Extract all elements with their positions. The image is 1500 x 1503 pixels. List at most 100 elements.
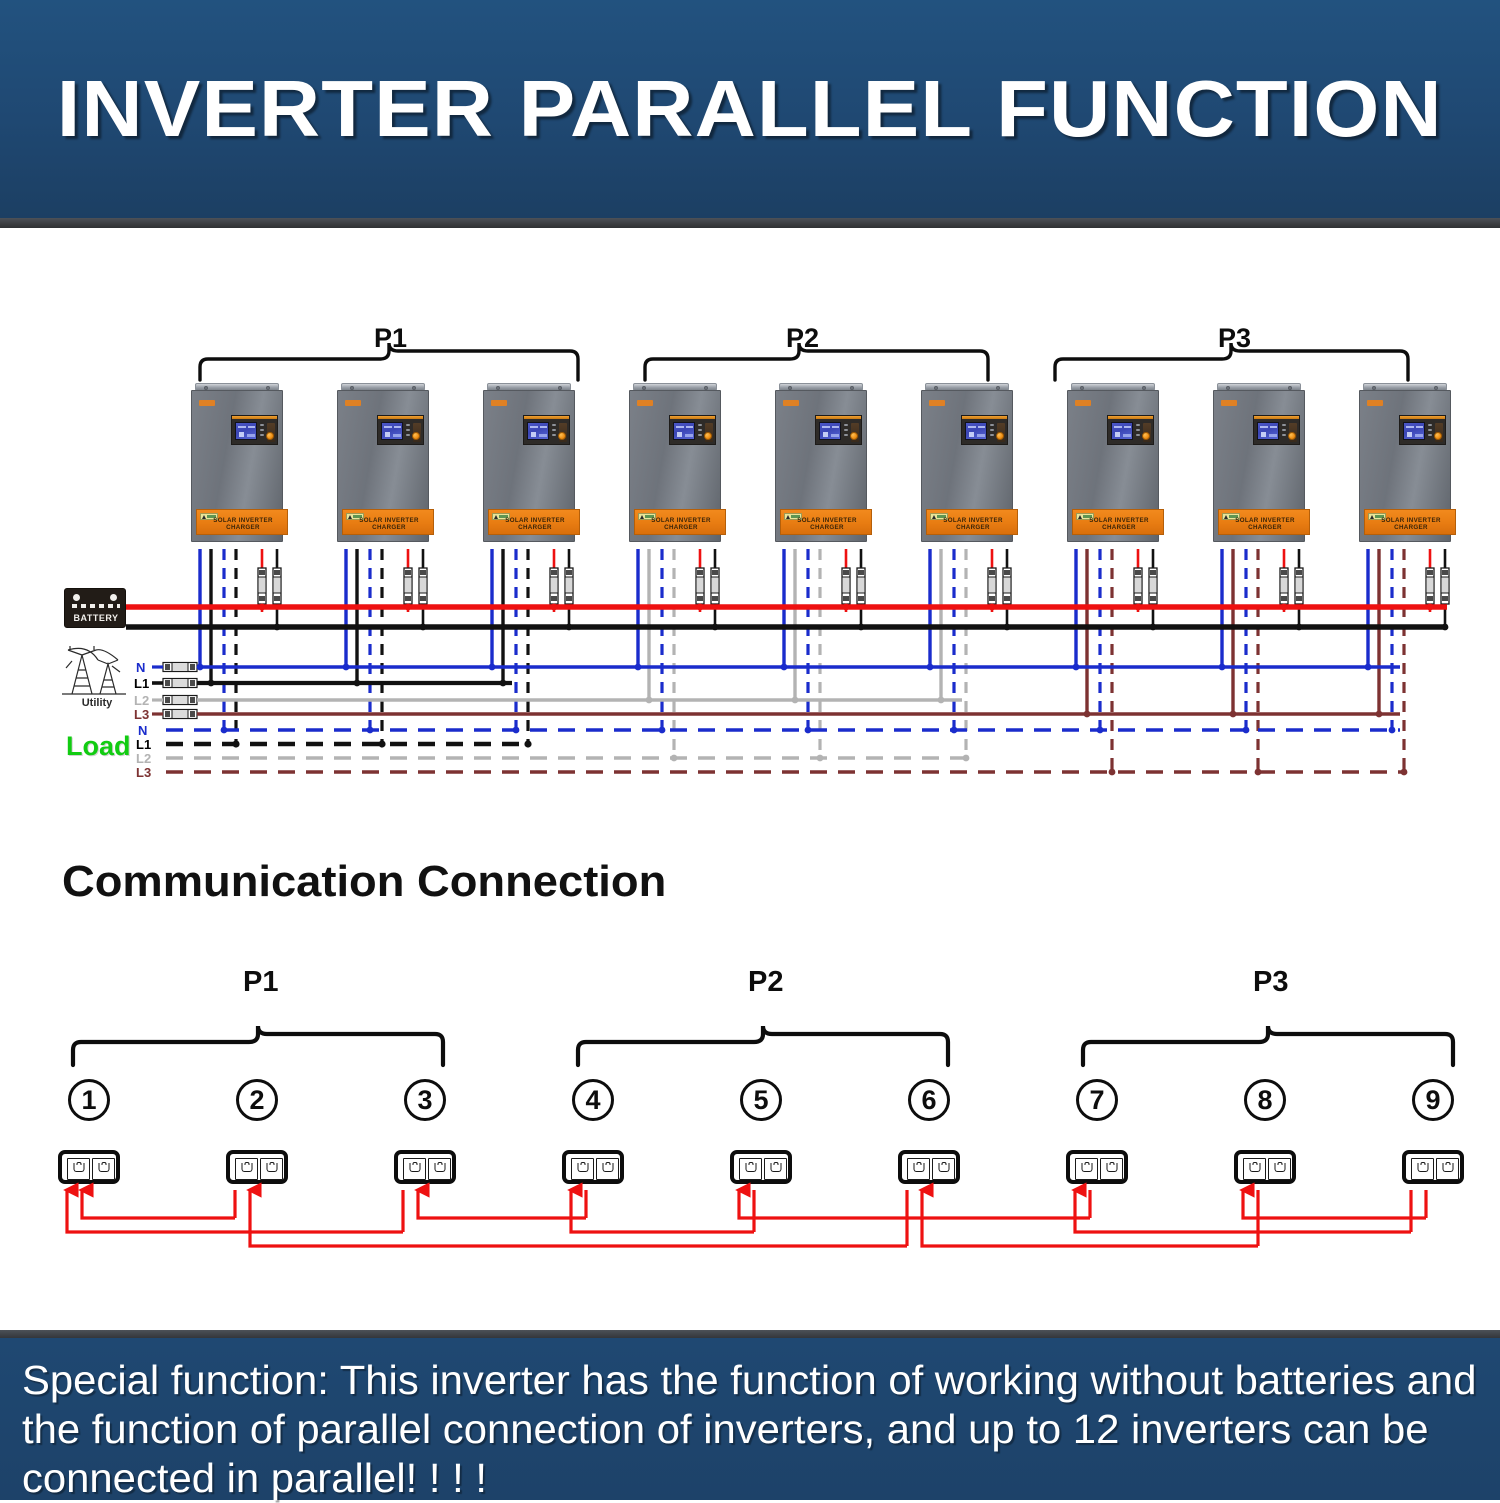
- rj45-port-icon[interactable]: [1243, 1158, 1266, 1180]
- power-knob-icon[interactable]: [1288, 432, 1296, 440]
- inverter-front-label: SOLAR INVERTER CHARGER: [1364, 509, 1456, 535]
- comm-group-brackets: [70, 1025, 1456, 1068]
- inverter-front-label: SOLAR INVERTER CHARGER: [342, 509, 434, 535]
- control-panel[interactable]: [1399, 415, 1446, 445]
- inverter-unit-3[interactable]: SOLAR INVERTER CHARGER: [479, 383, 580, 555]
- inverter-chassis: SOLAR INVERTER CHARGER: [483, 390, 580, 542]
- rj45-port-icon[interactable]: [67, 1158, 90, 1180]
- rj45-port-icon[interactable]: [1075, 1158, 1098, 1180]
- footer-divider: [0, 1330, 1500, 1338]
- inverter-chassis: SOLAR INVERTER CHARGER: [191, 390, 288, 542]
- control-panel[interactable]: [669, 415, 716, 445]
- control-panel[interactable]: [523, 415, 570, 445]
- inverter-front-label: SOLAR INVERTER CHARGER: [196, 509, 288, 535]
- status-leds-icon: [844, 424, 849, 441]
- control-panel[interactable]: [1107, 415, 1154, 445]
- header-divider: [0, 218, 1500, 228]
- power-knob-icon[interactable]: [1434, 432, 1442, 440]
- inverter-chassis: SOLAR INVERTER CHARGER: [1067, 390, 1164, 542]
- control-panel[interactable]: [815, 415, 862, 445]
- rj45-port-icon[interactable]: [235, 1158, 258, 1180]
- rj45-port-icon[interactable]: [571, 1158, 594, 1180]
- rj45-port-icon[interactable]: [1268, 1158, 1291, 1180]
- power-knob-icon[interactable]: [1142, 432, 1150, 440]
- battery-icon: BATTERY: [64, 588, 126, 628]
- utility-line-label-l2: L2: [134, 693, 150, 708]
- rj45-port-icon[interactable]: [764, 1158, 787, 1180]
- lcd-screen-icon: [1257, 422, 1279, 440]
- inverter-front-label: SOLAR INVERTER CHARGER: [634, 509, 726, 535]
- lcd-screen-icon: [1403, 422, 1425, 440]
- control-panel[interactable]: [961, 415, 1008, 445]
- rj45-port-icon[interactable]: [739, 1158, 762, 1180]
- rj45-port-icon[interactable]: [1411, 1158, 1434, 1180]
- comm-group-label-p1: P1: [243, 966, 279, 998]
- inverter-front-label: SOLAR INVERTER CHARGER: [1072, 509, 1164, 535]
- power-knob-icon[interactable]: [850, 432, 858, 440]
- wiring-canvas: [62, 549, 1450, 776]
- warning-sticker-icon: [784, 513, 802, 520]
- inverter-chassis: SOLAR INVERTER CHARGER: [775, 390, 872, 542]
- inverter-unit-5[interactable]: SOLAR INVERTER CHARGER: [771, 383, 872, 555]
- rj45-port-icon[interactable]: [1100, 1158, 1123, 1180]
- rj45-port-block-8[interactable]: [1234, 1150, 1296, 1184]
- warning-sticker-icon: [1076, 513, 1094, 520]
- control-panel[interactable]: [377, 415, 424, 445]
- inverter-model-text: SOLAR INVERTER CHARGER: [359, 517, 419, 531]
- rj45-port-icon[interactable]: [932, 1158, 955, 1180]
- rj45-port-icon[interactable]: [428, 1158, 451, 1180]
- rj45-port-block-6[interactable]: [898, 1150, 960, 1184]
- inverter-chassis: SOLAR INVERTER CHARGER: [1359, 390, 1456, 542]
- warning-sticker-icon: [492, 513, 510, 520]
- rj45-port-block-4[interactable]: [562, 1150, 624, 1184]
- inverter-unit-8[interactable]: SOLAR INVERTER CHARGER: [1209, 383, 1310, 555]
- control-panel[interactable]: [1253, 415, 1300, 445]
- status-leds-icon: [1428, 424, 1433, 441]
- power-knob-icon[interactable]: [266, 432, 274, 440]
- rj45-port-block-9[interactable]: [1402, 1150, 1464, 1184]
- comm-node-number-9: 9: [1412, 1079, 1454, 1121]
- lcd-screen-icon: [965, 422, 987, 440]
- inverter-front-label: SOLAR INVERTER CHARGER: [488, 509, 580, 535]
- rj45-port-block-2[interactable]: [226, 1150, 288, 1184]
- rj45-port-block-3[interactable]: [394, 1150, 456, 1184]
- group-label-p3: P3: [1218, 323, 1252, 353]
- inverter-unit-2[interactable]: SOLAR INVERTER CHARGER: [333, 383, 434, 555]
- lcd-screen-icon: [527, 422, 549, 440]
- rj45-port-block-7[interactable]: [1066, 1150, 1128, 1184]
- rj45-port-block-5[interactable]: [730, 1150, 792, 1184]
- inverter-model-text: SOLAR INVERTER CHARGER: [651, 517, 711, 531]
- rj45-port-icon[interactable]: [260, 1158, 283, 1180]
- group-brackets: [198, 342, 1410, 382]
- inverter-front-label: SOLAR INVERTER CHARGER: [780, 509, 872, 535]
- power-knob-icon[interactable]: [558, 432, 566, 440]
- power-knob-icon[interactable]: [996, 432, 1004, 440]
- brand-logo-icon: [783, 400, 799, 406]
- warning-sticker-icon: [1368, 513, 1386, 520]
- warning-sticker-icon: [930, 513, 948, 520]
- rj45-port-icon[interactable]: [1436, 1158, 1459, 1180]
- brand-logo-icon: [345, 400, 361, 406]
- header-banner: INVERTER PARALLEL FUNCTION: [0, 0, 1500, 218]
- rj45-port-icon[interactable]: [907, 1158, 930, 1180]
- power-knob-icon[interactable]: [704, 432, 712, 440]
- rj45-port-icon[interactable]: [92, 1158, 115, 1180]
- inverter-unit-9[interactable]: SOLAR INVERTER CHARGER: [1355, 383, 1456, 555]
- brand-logo-icon: [491, 400, 507, 406]
- rj45-port-block-1[interactable]: [58, 1150, 120, 1184]
- inverter-unit-4[interactable]: SOLAR INVERTER CHARGER: [625, 383, 726, 555]
- status-leds-icon: [1136, 424, 1141, 441]
- control-panel[interactable]: [231, 415, 278, 445]
- inverter-unit-7[interactable]: SOLAR INVERTER CHARGER: [1063, 383, 1164, 555]
- inverter-chassis: SOLAR INVERTER CHARGER: [921, 390, 1018, 542]
- inverter-chassis: SOLAR INVERTER CHARGER: [1213, 390, 1310, 542]
- status-leds-icon: [552, 424, 557, 441]
- battery-label: BATTERY: [73, 613, 119, 623]
- warning-sticker-icon: [346, 513, 364, 520]
- inverter-unit-6[interactable]: SOLAR INVERTER CHARGER: [917, 383, 1018, 555]
- inverter-unit-1[interactable]: SOLAR INVERTER CHARGER: [187, 383, 288, 555]
- load-label: Load: [66, 731, 131, 761]
- rj45-port-icon[interactable]: [403, 1158, 426, 1180]
- power-knob-icon[interactable]: [412, 432, 420, 440]
- rj45-port-icon[interactable]: [596, 1158, 619, 1180]
